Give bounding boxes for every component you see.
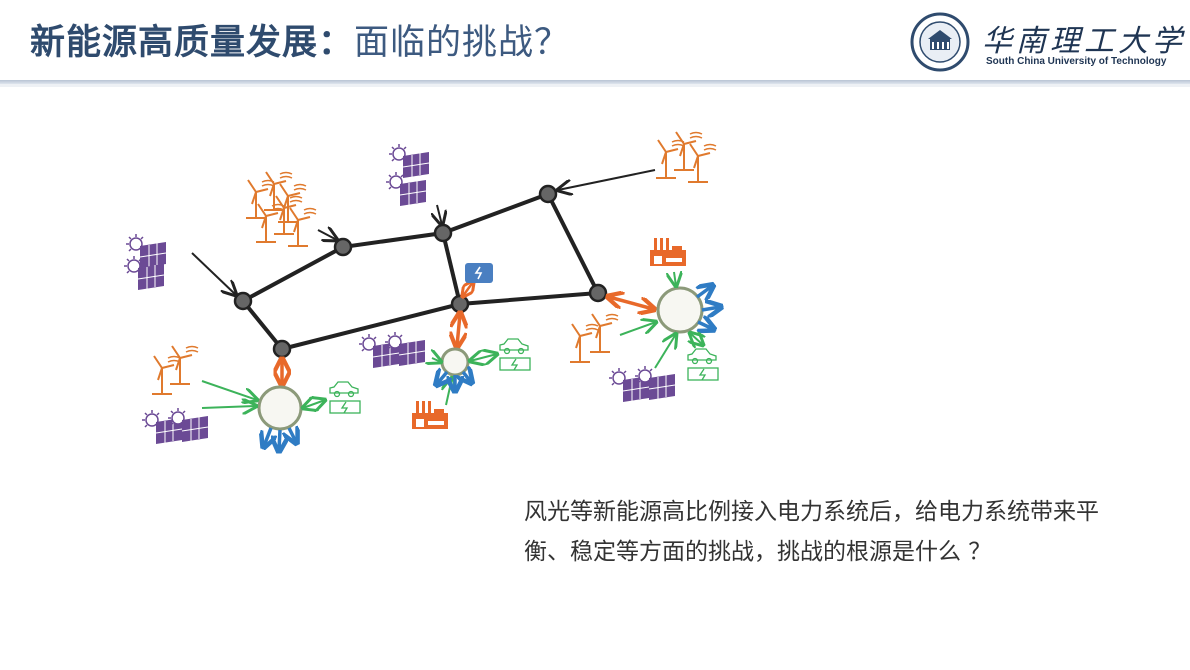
factory-icon [650,238,686,266]
wind-farm-icon [656,132,716,182]
bus-node [433,223,453,243]
microgrid-hub [257,385,303,431]
ev-charging-storage-icon [687,348,719,381]
question-text: 风光等新能源高比例接入电力系统后，给电力系统带来平衡、稳定等方面的挑战，挑战的根… [524,499,1099,565]
solar-array-icon [609,366,675,402]
university-logo: 华南理工大学 South China University of Technol… [910,10,1182,74]
wind-turbine-icon [169,345,199,385]
bus-node [333,237,353,257]
ev-charging-storage-icon [329,381,361,414]
page-title: 新能源高质量发展：面临的挑战？ [30,14,570,65]
load-arrows [264,286,720,450]
transmission-lines [239,191,602,351]
wind-turbine-icon [569,323,599,363]
ev-charging-storage-icon [499,338,531,371]
bus-node [588,283,608,303]
bus-node [538,184,558,204]
storage-battery-icon [465,263,493,283]
header-divider [0,80,1190,84]
university-name-cn: 华南理工大学 [982,24,1186,59]
bus-nodes [233,184,608,359]
bus-node [272,339,292,359]
generation-flow-arrows [201,272,703,408]
microgrid-hubs [257,286,704,431]
microgrid-hub [656,286,704,334]
solar-panel-icon [388,143,430,179]
wind-turbine-icon [151,355,181,395]
title-main: 新能源高质量发展： [30,23,355,63]
wind-turbine-icon [589,313,619,353]
injection-arrows [191,169,656,295]
solar-array-icon [142,408,208,444]
title-sub: 面临的挑战？ [354,23,571,63]
university-name-en: South China University of Technology [986,56,1167,67]
solar-array-icon [359,332,425,368]
factory-icon [412,401,448,429]
bus-node [233,291,253,311]
bus-node [450,294,470,314]
exchange-arrows [282,282,653,384]
header-divider-shadow [0,84,1190,87]
university-seal-icon [910,12,970,72]
